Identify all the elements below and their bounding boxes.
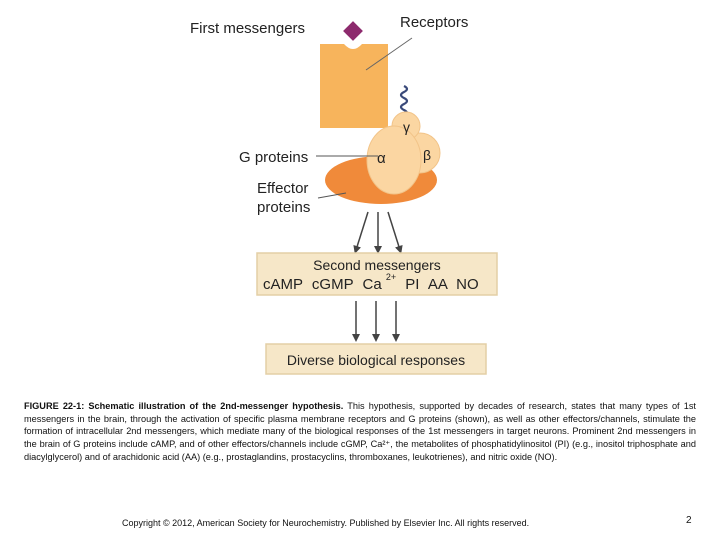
- calcium-superscript: 2+: [386, 272, 396, 282]
- beta-symbol: β: [423, 147, 431, 163]
- gamma-symbol: γ: [403, 119, 410, 135]
- second-messenger-diagram: First messengers Receptors γ α β G prote…: [190, 14, 498, 375]
- second-messengers-box: [256, 252, 498, 296]
- g-protein-alpha-subunit: [366, 125, 422, 195]
- alpha-symbol: α: [377, 150, 386, 167]
- receptors-pointer-line: [365, 37, 413, 71]
- receptors-label: Receptors: [400, 14, 468, 31]
- responses-label: Diverse biological responses: [287, 352, 465, 368]
- second-messengers-list: cAMP cGMP Ca 2+ PI AA NO: [263, 267, 479, 293]
- page-number: 2: [686, 515, 692, 526]
- first-messenger-ligand: [343, 21, 363, 41]
- arrow-effector-right: [387, 211, 403, 254]
- effector-pointer-line: [317, 192, 347, 199]
- first-messengers-label: First messengers: [190, 20, 305, 37]
- effector-label-line2: proteins: [257, 199, 310, 216]
- messenger-camp: cAMP: [263, 276, 303, 293]
- figure-caption: FIGURE 22-1: Schematic illustration of t…: [24, 400, 696, 464]
- messenger-cgmp: cGMP: [312, 276, 354, 293]
- arrow-effector-left: [353, 211, 369, 254]
- messenger-ca: Ca: [362, 276, 382, 293]
- messenger-pi: PI: [405, 276, 419, 293]
- g-proteins-label: G proteins: [239, 149, 308, 166]
- messenger-no: NO: [456, 276, 479, 293]
- effector-label-line1: Effector: [257, 180, 308, 197]
- copyright-notice: Copyright © 2012, American Society for N…: [122, 518, 530, 528]
- messenger-aa: AA: [428, 276, 448, 293]
- responses-box: [265, 343, 487, 375]
- figure-caption-body: This hypothesis, supported by decades of…: [24, 401, 696, 462]
- second-messengers-title: Second messengers: [313, 257, 441, 273]
- figure-caption-title: FIGURE 22-1: Schematic illustration of t…: [24, 401, 344, 411]
- receptor-shape: [320, 44, 388, 128]
